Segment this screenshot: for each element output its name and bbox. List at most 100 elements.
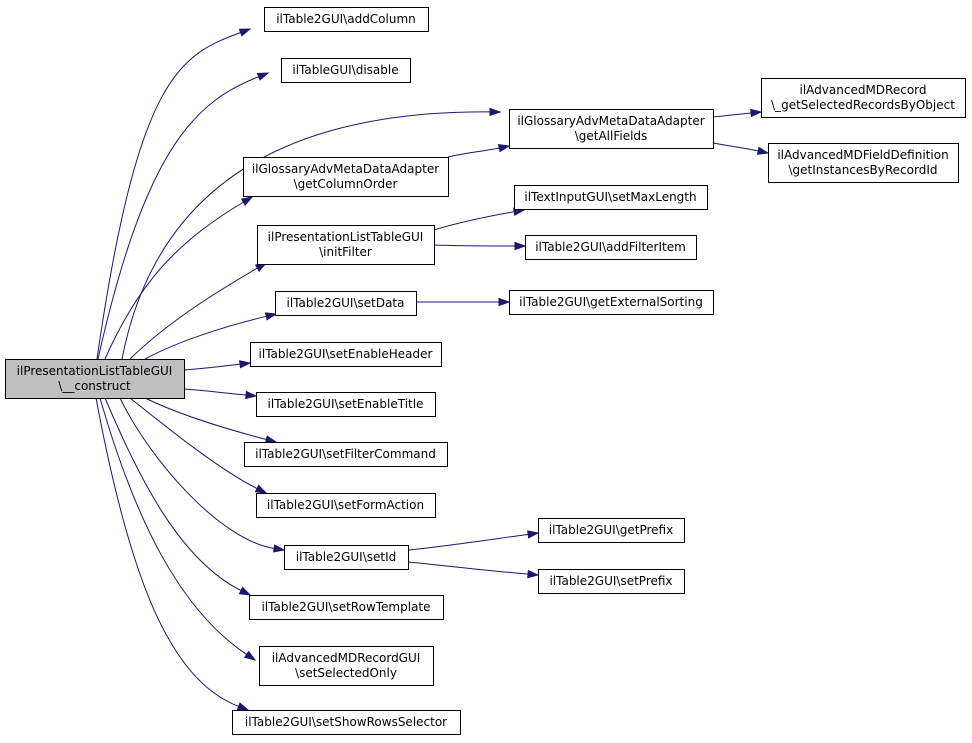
edge-line [712, 112, 752, 118]
edge-root-to-getAllFields [121, 107, 502, 360]
edge-line [183, 388, 247, 396]
edge-line [433, 211, 515, 231]
node-label-line: ilPresentationListTableGUI [268, 230, 424, 244]
node-root[interactable]: ilPresentationListTableGUI\__construct [5, 359, 185, 399]
node-addColumn[interactable]: ilTable2GUI\addColumn [264, 7, 429, 32]
node-label-line: \_getSelectedRecordsByObject [771, 98, 955, 112]
node-label-line: ilTable2GUI\setFormAction [267, 498, 424, 512]
node-label-line: \getColumnOrder [294, 177, 398, 191]
node-setMaxLength[interactable]: ilTextInputGUI\setMaxLength [514, 185, 708, 210]
node-setRowTemplate[interactable]: ilTable2GUI\setRowTemplate [249, 595, 444, 620]
node-addFilterItem[interactable]: ilTable2GUI\addFilterItem [525, 235, 697, 260]
edge-setId-to-getPrefix [407, 530, 540, 551]
edge-root-to-setData [144, 312, 278, 360]
node-setId[interactable]: ilTable2GUI\setId [284, 545, 409, 570]
arrowhead-icon [514, 241, 527, 251]
edge-initFilter-to-addFilterItem [433, 241, 527, 251]
arrowhead-icon [238, 586, 252, 596]
edge-root-to-setEnableHeader [183, 360, 252, 371]
node-getInstancesByRecordId[interactable]: ilAdvancedMDFieldDefinition\getInstances… [768, 143, 959, 183]
edge-root-to-setRowTemplate [104, 397, 252, 596]
edges-layer [95, 28, 770, 711]
node-box [509, 290, 714, 315]
node-setFilterCommand[interactable]: ilTable2GUI\setFilterCommand [244, 442, 448, 467]
arrowhead-icon [498, 297, 511, 307]
arrowhead-icon [238, 28, 252, 37]
node-label-line: ilAdvancedMDRecord [800, 83, 927, 97]
node-setPrefix[interactable]: ilTable2GUI\setPrefix [538, 569, 685, 594]
node-initFilter[interactable]: ilPresentationListTableGUI\initFilter [257, 225, 435, 265]
edge-initFilter-to-setMaxLength [433, 207, 526, 231]
nodes-layer: ilPresentationListTableGUI\__constructil… [5, 7, 966, 735]
arrowhead-icon [240, 196, 254, 206]
edge-root-to-setEnableTitle [183, 388, 258, 400]
edge-setData-to-getExternalSorting [416, 297, 511, 307]
node-label-line: \__construct [58, 379, 131, 393]
arrowhead-icon [264, 312, 278, 321]
node-box [514, 185, 708, 210]
node-label-line: ilPresentationListTableGUI [17, 364, 173, 378]
node-label-line: \initFilter [319, 245, 372, 259]
edge-root-to-setId [119, 397, 286, 553]
arrowhead-icon [264, 435, 278, 444]
arrowhead-icon [527, 530, 540, 539]
node-label-line: ilTable2GUI\setFilterCommand [255, 447, 436, 461]
node-label-line: \getAllFields [575, 129, 648, 143]
node-getSelectedRecords[interactable]: ilAdvancedMDRecord\_getSelectedRecordsBy… [761, 78, 966, 118]
edge-line [96, 32, 241, 360]
node-label-line: ilTable2GUI\setShowRowsSelector [245, 715, 447, 729]
node-setShowRowsSelector[interactable]: ilTable2GUI\setShowRowsSelector [232, 710, 461, 735]
node-getAllFields[interactable]: ilGlossaryAdvMetaDataAdapter\getAllField… [509, 109, 714, 149]
node-box [275, 291, 417, 316]
edge-line [407, 533, 529, 551]
node-getExternalSorting[interactable]: ilTable2GUI\getExternalSorting [509, 290, 714, 315]
node-label-line: ilTable2GUI\setData [287, 296, 405, 310]
arrowhead-icon [245, 390, 258, 400]
node-box [509, 109, 714, 149]
edge-line [104, 397, 242, 591]
node-box [243, 157, 449, 197]
node-box [256, 493, 436, 518]
node-box [244, 442, 448, 467]
node-getColumnOrder[interactable]: ilGlossaryAdvMetaDataAdapter\getColumnOr… [243, 157, 449, 197]
node-box [256, 392, 436, 417]
node-box [538, 518, 685, 543]
node-box [257, 225, 435, 265]
node-disable[interactable]: ilTableGUI\disable [281, 58, 411, 83]
node-box [538, 569, 685, 594]
node-setEnableHeader[interactable]: ilTable2GUI\setEnableHeader [250, 342, 442, 367]
edge-root-to-setSelectedOnly [99, 397, 257, 661]
node-setData[interactable]: ilTable2GUI\setData [275, 291, 417, 316]
node-label-line: ilTable2GUI\getPrefix [549, 523, 673, 537]
node-setEnableTitle[interactable]: ilTable2GUI\setEnableTitle [256, 392, 436, 417]
edge-line [129, 267, 258, 360]
edge-line [119, 397, 275, 549]
edge-line [144, 315, 267, 360]
edge-root-to-setShowRowsSelector [95, 397, 250, 711]
node-getPrefix[interactable]: ilTable2GUI\getPrefix [538, 518, 685, 543]
edge-root-to-addColumn [96, 28, 252, 360]
edge-line [99, 397, 247, 655]
node-box [768, 143, 959, 183]
edge-line [433, 244, 516, 247]
node-label-line: ilTable2GUI\setId [296, 550, 397, 564]
node-box [249, 595, 444, 620]
node-box [761, 78, 966, 118]
node-label-line: ilTable2GUI\setEnableHeader [259, 347, 433, 361]
arrowhead-icon [756, 146, 770, 155]
node-setFormAction[interactable]: ilTable2GUI\setFormAction [256, 493, 436, 518]
arrowhead-icon [236, 702, 250, 711]
arrowhead-icon [489, 107, 502, 117]
edge-root-to-initFilter [129, 262, 268, 360]
edge-line [712, 142, 759, 152]
arrowhead-icon [256, 72, 270, 81]
edge-line [129, 397, 258, 489]
node-setSelectedOnly[interactable]: ilAdvancedMDRecordGUI\setSelectedOnly [259, 646, 434, 686]
node-box [264, 7, 429, 32]
arrowhead-icon [254, 484, 268, 494]
edge-line [104, 201, 244, 360]
edge-line [407, 561, 529, 575]
edge-getAllFields-to-getSelectedRecords [712, 108, 763, 118]
arrowhead-icon [239, 360, 252, 369]
node-box [525, 235, 697, 260]
